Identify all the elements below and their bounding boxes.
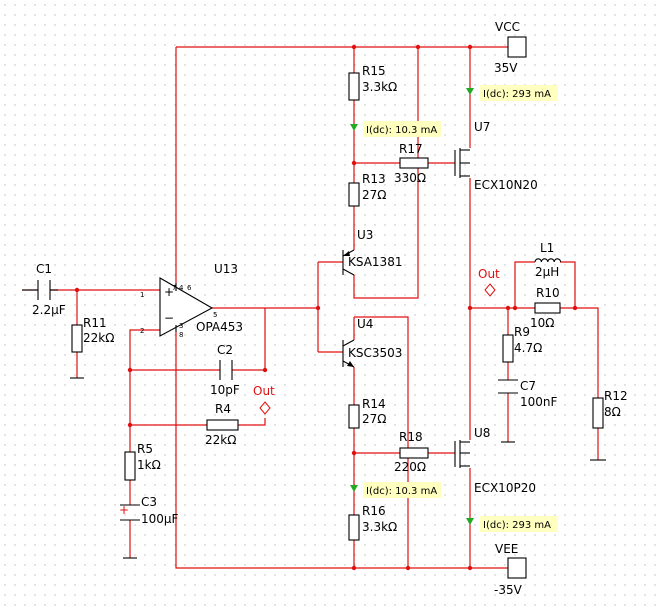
r12-name: R12 [604, 389, 628, 403]
c2-value: 10pF [210, 383, 240, 397]
r10-value: 10Ω [530, 316, 554, 330]
r11-name: R11 [83, 316, 107, 330]
r5-value: 1kΩ [137, 458, 161, 472]
vee-value: -35V [494, 583, 523, 597]
vee-name: VEE [495, 542, 518, 556]
mosfet-u7[interactable]: U7 ECX10N20 [454, 120, 538, 192]
capacitor-c3[interactable]: + C3 100µF [119, 495, 179, 559]
capacitor-c1[interactable]: C1 2.2µF [22, 262, 66, 317]
resistor-r10[interactable]: R10 10Ω [530, 286, 561, 330]
resistor-r15[interactable]: R15 3.3kΩ [348, 64, 397, 101]
resistor-r12[interactable]: R12 8Ω [590, 389, 628, 461]
r9-name: R9 [514, 325, 530, 339]
junctions [74, 44, 578, 571]
r17-value: 330Ω [394, 171, 426, 185]
probe-text-4: I(dc): 293 mA [483, 520, 551, 531]
out-text-output: Out [478, 267, 500, 281]
opamp-pin-4: 4 [179, 284, 184, 292]
vcc-name: VCC [495, 20, 520, 34]
r16-value: 3.3kΩ [362, 520, 397, 534]
resistor-r11[interactable]: R11 22kΩ [70, 316, 114, 379]
c3-polarity: + [119, 503, 129, 517]
opamp-pin-2: 2 [140, 327, 144, 335]
c3-name: C3 [141, 495, 157, 509]
out-text-opamp: Out [253, 384, 275, 398]
vcc-value: 35V [494, 61, 518, 75]
opamp-u13[interactable]: + − 1 2 3 4 5 6 7 8 U13 OPA453 [140, 262, 243, 339]
capacitor-c7[interactable]: C7 100nF [498, 379, 558, 443]
c3-value: 100µF [141, 512, 179, 526]
current-probe-r15[interactable]: I(dc): 10.3 mA [350, 121, 441, 137]
c1-value: 2.2µF [32, 303, 66, 317]
r16-name: R16 [362, 504, 386, 518]
opamp-pin-8: 8 [179, 331, 183, 339]
u3-name: U3 [357, 228, 373, 242]
r12-value: 8Ω [604, 405, 621, 419]
resistor-r5[interactable]: R5 1kΩ [124, 442, 161, 481]
u7-name: U7 [474, 120, 490, 134]
r11-value: 22kΩ [83, 331, 114, 345]
out-label-opamp: Out [253, 384, 275, 415]
resistor-r9[interactable]: R9 4.7Ω [502, 325, 542, 363]
r13-value: 27Ω [362, 188, 386, 202]
resistor-r14[interactable]: R14 27Ω [348, 397, 386, 429]
opamp-pin-3: 3 [179, 322, 183, 330]
transistor-u4[interactable]: U4 KSC3503 [342, 317, 402, 368]
opamp-plus-sign: + [164, 285, 174, 299]
u7-part: ECX10N20 [474, 178, 538, 192]
probe-text-3: I(dc): 10.3 mA [366, 486, 437, 497]
resistor-r4[interactable]: R4 22kΩ [205, 402, 239, 447]
r5-name: R5 [137, 442, 153, 456]
opamp-pin-5: 5 [213, 311, 217, 319]
c7-name: C7 [520, 379, 536, 393]
vee-terminal[interactable]: VEE -35V [494, 542, 527, 597]
vcc-terminal[interactable]: VCC 35V [494, 20, 527, 75]
inductor-l1[interactable]: L1 2µH [534, 241, 562, 279]
resistor-r13[interactable]: R13 27Ω [348, 172, 386, 207]
u13-part: OPA453 [196, 320, 243, 334]
resistor-r18[interactable]: R18 220Ω [394, 430, 429, 474]
opamp-minus-sign: − [164, 311, 174, 325]
probe-text-1: I(dc): 293 mA [483, 89, 551, 100]
transistor-u3[interactable]: U3 KSA1381 [342, 228, 402, 276]
u4-name: U4 [357, 317, 373, 331]
opamp-pin-7: 7 [172, 284, 176, 292]
c1-name: C1 [36, 262, 52, 276]
r14-name: R14 [362, 397, 386, 411]
r15-name: R15 [362, 64, 386, 78]
r13-name: R13 [362, 172, 386, 186]
current-probe-r16[interactable]: I(dc): 10.3 mA [350, 482, 441, 498]
u13-name: U13 [214, 262, 238, 276]
l1-name: L1 [540, 241, 554, 255]
r15-value: 3.3kΩ [362, 80, 397, 94]
current-probe-u8[interactable]: I(dc): 293 mA [466, 516, 558, 532]
r18-value: 220Ω [394, 460, 426, 474]
resistor-r17[interactable]: R17 330Ω [394, 142, 429, 185]
probe-text-2: I(dc): 10.3 mA [366, 125, 437, 136]
r4-name: R4 [215, 402, 231, 416]
current-probe-u7[interactable]: I(dc): 293 mA [466, 85, 558, 101]
capacitor-c2[interactable]: C2 10pF [210, 343, 240, 397]
opamp-pin-1: 1 [140, 291, 144, 299]
out-label-output: Out [478, 267, 500, 297]
r10-name: R10 [536, 286, 560, 300]
c7-value: 100nF [520, 395, 558, 409]
r14-value: 27Ω [362, 412, 386, 426]
r9-value: 4.7Ω [514, 341, 542, 355]
r17-name: R17 [399, 142, 423, 156]
r18-name: R18 [399, 430, 423, 444]
c2-name: C2 [217, 343, 233, 357]
u8-name: U8 [474, 426, 490, 440]
l1-value: 2µH [535, 265, 559, 279]
r4-value: 22kΩ [205, 433, 236, 447]
u8-part: ECX10P20 [474, 481, 536, 495]
u4-part: KSC3503 [348, 346, 402, 360]
mosfet-u8[interactable]: U8 ECX10P20 [454, 426, 536, 495]
opamp-pin-6: 6 [187, 284, 192, 292]
resistor-r16[interactable]: R16 3.3kΩ [348, 504, 397, 541]
u3-part: KSA1381 [348, 255, 402, 269]
